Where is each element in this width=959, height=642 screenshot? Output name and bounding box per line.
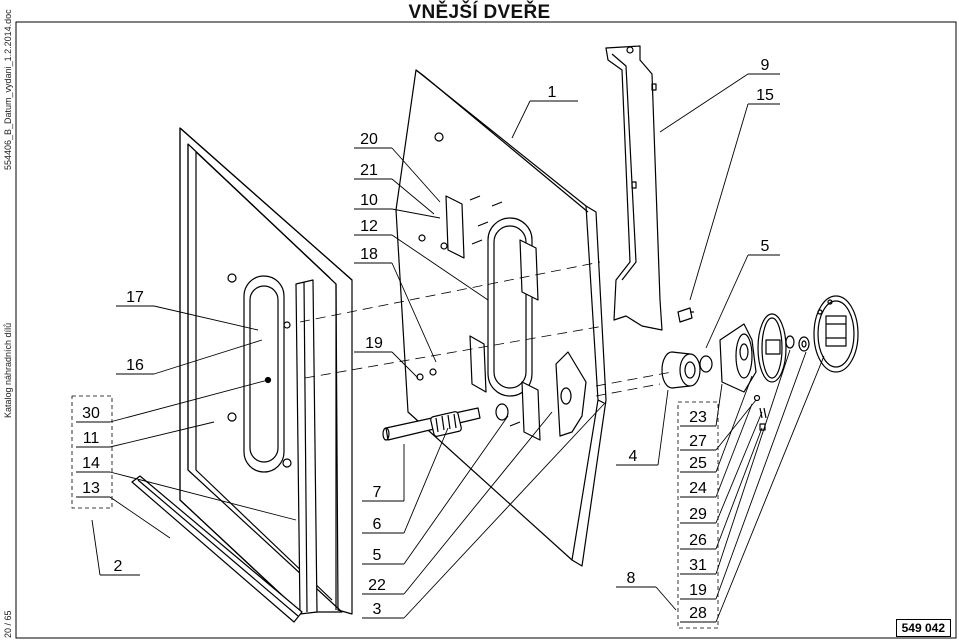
page-title: VNĚJŠÍ DVEŘE [408, 2, 551, 23]
part-number-label: 19 [689, 582, 707, 599]
part-number-label: 10 [360, 192, 378, 209]
part-number-label: 16 [126, 357, 144, 374]
leader-line [391, 208, 441, 219]
cone-cap [719, 323, 757, 393]
part-number-label: 23 [689, 409, 707, 426]
leader-line [715, 355, 825, 623]
leader-line [659, 73, 749, 133]
leader-line [403, 403, 605, 619]
leader-line [715, 351, 807, 600]
part-number-label: 11 [83, 430, 100, 447]
leader-line [109, 379, 269, 423]
rosette [813, 295, 859, 373]
leader-line [391, 147, 441, 203]
leader-line [391, 351, 419, 379]
part-number-label: 3 [373, 601, 382, 618]
lock-cylinder [661, 351, 713, 389]
drawing-frame [15, 21, 957, 639]
leader-line [511, 100, 531, 139]
part-number-label: 4 [629, 448, 638, 465]
leader-line [715, 349, 791, 575]
leader-line [391, 262, 437, 363]
leader-line [91, 519, 101, 576]
part-number-label: 14 [82, 455, 100, 472]
part-number-label: 6 [373, 516, 382, 533]
leader-line [689, 103, 749, 301]
part-number-label: 7 [373, 484, 382, 501]
leader-line [109, 471, 297, 521]
drawing-number: 549 042 [895, 619, 951, 637]
part-number-label: 8 [627, 570, 636, 587]
leader-line [705, 254, 749, 349]
part-number-label: 21 [360, 162, 378, 179]
part-number-label: 26 [689, 532, 707, 549]
part-labels: 1234556789101112131415161718191920212223… [82, 57, 774, 622]
leader-line [715, 427, 763, 550]
leader-lines [76, 73, 825, 623]
leader-line [655, 586, 677, 611]
part-number-label: 22 [368, 577, 386, 594]
leader-line [715, 403, 753, 498]
part-number-label: 18 [360, 246, 378, 263]
part-number-label: 5 [373, 547, 382, 564]
part-number-label: 15 [756, 87, 774, 104]
leader-line [109, 421, 215, 448]
ring [757, 313, 787, 383]
outer-door-panel [395, 69, 607, 567]
part-number-label: 19 [365, 335, 383, 352]
part-number-label: 9 [761, 57, 770, 74]
leader-line [109, 496, 171, 539]
part-number-label: 13 [82, 480, 100, 497]
bottom-bar [131, 475, 303, 623]
group-boxes [71, 395, 719, 629]
leader-line [391, 234, 489, 301]
part-number-label: 31 [689, 557, 707, 574]
assembly-lines [299, 261, 673, 397]
part-number-label: 20 [360, 131, 378, 148]
leader-line [715, 383, 723, 427]
bolt [677, 307, 694, 323]
leader-line [715, 375, 753, 473]
part-number-label: 12 [360, 218, 378, 235]
part-number-label: 2 [114, 558, 123, 575]
leader-line [715, 411, 763, 524]
vertical-bar [295, 279, 318, 615]
small-screws [753, 394, 767, 431]
leader-line [403, 415, 509, 565]
leader-line [403, 411, 553, 595]
part-number-label: 5 [761, 238, 770, 255]
handle-plate [555, 351, 587, 437]
part-number-label: 1 [548, 84, 557, 101]
washers [785, 335, 810, 352]
leader-line [153, 339, 263, 375]
part-number-label: 24 [689, 480, 707, 497]
part-number-label: 29 [689, 506, 707, 523]
leader-line [153, 305, 259, 331]
leader-line [391, 178, 435, 215]
leader-line [657, 389, 669, 466]
part-number-label: 27 [689, 433, 707, 450]
part-number-label: 30 [82, 405, 100, 422]
part-number-label: 28 [689, 605, 707, 622]
leader-line [715, 399, 757, 451]
part-number-label: 25 [689, 455, 707, 472]
leader-line [403, 427, 449, 534]
part-number-label: 17 [126, 289, 144, 306]
shaft [382, 403, 509, 441]
bracket [605, 45, 663, 331]
inner-door-panel [179, 127, 353, 615]
